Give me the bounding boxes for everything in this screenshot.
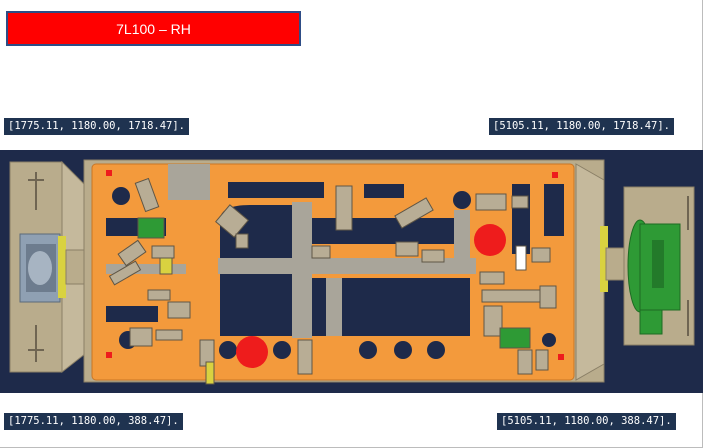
fixture-plate: [91, 163, 575, 381]
clamp-units: [108, 177, 557, 385]
coord-label-bottom-right: [5105.11, 1180.00, 388.47].: [497, 413, 676, 430]
coord-label-top-left: [1775.11, 1180.00, 1718.47].: [4, 118, 190, 135]
coord-label-top-right: [5105.11, 1180.00, 1718.47].: [489, 118, 675, 135]
right-end-frame: [575, 163, 605, 381]
fixture-title-badge: 7L100 – RH: [6, 11, 301, 46]
left-headstock: [9, 161, 63, 373]
fixture-title: 7L100 – RH: [116, 20, 191, 37]
coord-label-bottom-left: [1775.11, 1180.00, 388.47].: [4, 413, 183, 430]
locator-disc-right: [474, 224, 506, 256]
locator-disc-left: [236, 336, 268, 368]
right-adapter-ring: [600, 226, 608, 292]
right-headstock: [623, 186, 695, 346]
fixture-3d-view[interactable]: [0, 150, 703, 393]
plate-corner-markers: [106, 170, 564, 360]
left-adapter-ring: [58, 236, 66, 298]
